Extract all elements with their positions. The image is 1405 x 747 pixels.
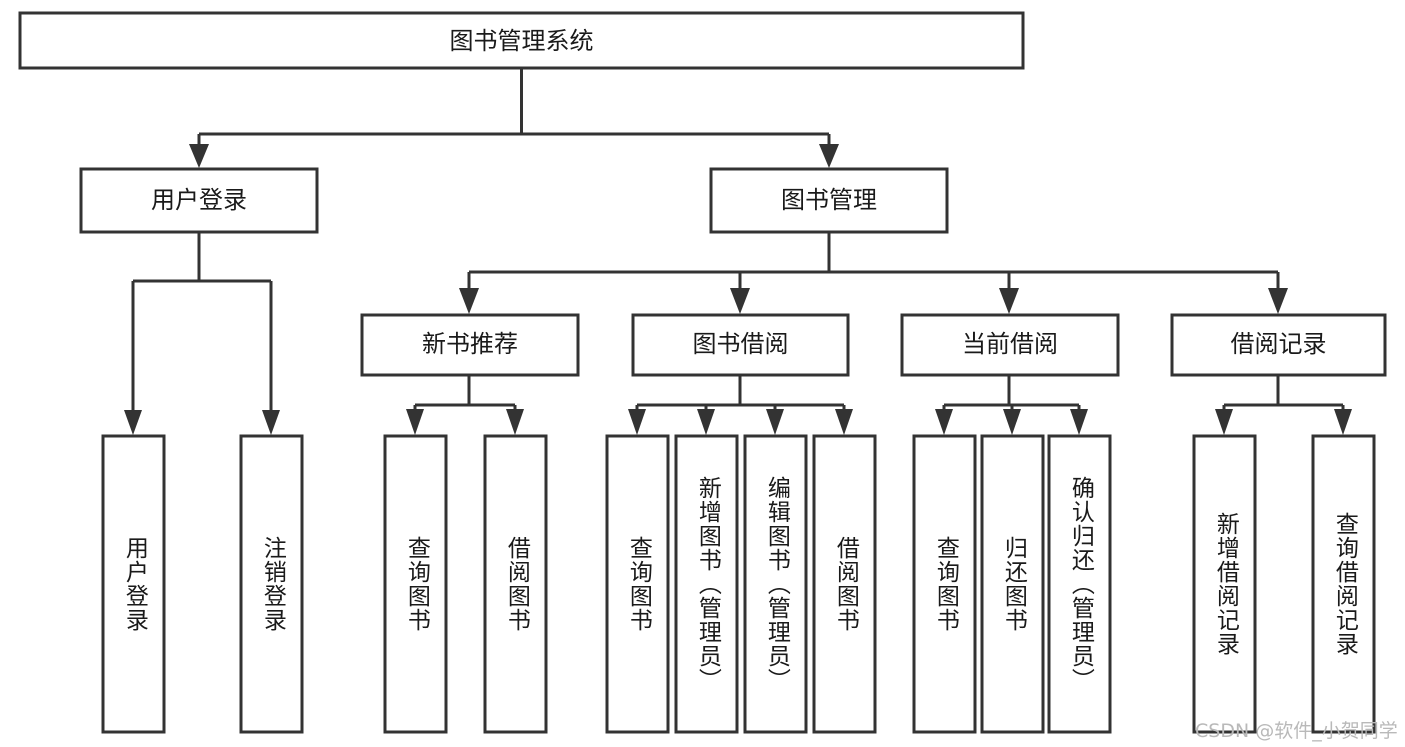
arrowhead-newbook (459, 288, 479, 314)
node-record[interactable]: 借阅记录 (1170, 313, 1387, 377)
arrowhead-record (1268, 288, 1288, 314)
node-leaf-5-box[interactable] (605, 434, 670, 734)
arrowhead-login (189, 144, 209, 168)
node-root-label: 图书管理系统 (450, 27, 594, 55)
node-leaf-6-box[interactable] (674, 434, 739, 734)
node-leaf-10-box[interactable] (980, 434, 1045, 734)
node-bookmgmt[interactable]: 图书管理 (709, 167, 949, 234)
node-leaf-1-box[interactable] (101, 434, 166, 734)
arrowhead-leaf-13 (1334, 409, 1352, 435)
node-bookmgmt-box[interactable] (709, 167, 949, 234)
node-current[interactable]: 当前借阅 (900, 313, 1120, 377)
leaf-boxes (101, 434, 1376, 734)
arrowhead-leaf-8 (835, 409, 853, 435)
node-borrow-box[interactable] (631, 313, 850, 377)
node-login[interactable]: 用户登录 (79, 167, 319, 234)
node-leaf-4-box[interactable] (483, 434, 548, 734)
arrowhead-leaf-11 (1070, 409, 1088, 435)
node-borrow[interactable]: 图书借阅 (631, 313, 850, 377)
connectors-bookmgmt-to-level3 (459, 232, 1288, 314)
connectors-borrow-to-leaves (628, 375, 853, 435)
node-leaf-13-box[interactable] (1311, 434, 1376, 734)
arrowhead-bookmgmt (819, 144, 839, 168)
arrowhead-current (999, 288, 1019, 314)
node-root-box[interactable] (18, 11, 1025, 70)
csdn-watermark: CSDN @软件_小贺同学 (1195, 720, 1398, 742)
arrowhead-leaf-4 (506, 409, 524, 435)
arrowhead-leaf-5 (628, 409, 646, 435)
node-leaf-3-box[interactable] (383, 434, 448, 734)
node-current-box[interactable] (900, 313, 1120, 377)
connectors-newbook-to-leaves (406, 375, 524, 435)
arrowhead-leaf-1 (124, 410, 142, 435)
arrowhead-leaf-10 (1003, 409, 1021, 435)
arrowhead-leaf-9 (935, 409, 953, 435)
node-record-box[interactable] (1170, 313, 1387, 377)
node-leaf-7-box[interactable] (743, 434, 808, 734)
node-leaf-2-box[interactable] (239, 434, 304, 734)
node-newbook-box[interactable] (360, 313, 580, 377)
node-bookmgmt-label: 图书管理 (781, 186, 877, 214)
node-login-box[interactable] (79, 167, 319, 234)
connectors-current-to-leaves (935, 375, 1088, 435)
node-record-label: 借阅记录 (1231, 330, 1327, 358)
connectors-level1-to-level2 (189, 68, 839, 168)
node-borrow-label: 图书借阅 (693, 330, 789, 358)
node-newbook[interactable]: 新书推荐 (360, 313, 580, 377)
arrowhead-borrow (730, 288, 750, 314)
node-root[interactable]: 图书管理系统 (18, 11, 1025, 70)
arrowhead-leaf-6 (697, 409, 715, 435)
arrowhead-leaf-2 (262, 410, 280, 435)
node-leaf-12-box[interactable] (1192, 434, 1257, 734)
node-leaf-9-box[interactable] (912, 434, 977, 734)
arrowhead-leaf-3 (406, 409, 424, 435)
connectors-record-to-leaves (1215, 375, 1352, 435)
arrowhead-leaf-12 (1215, 409, 1233, 435)
node-leaf-11-box[interactable] (1047, 434, 1112, 734)
connectors-login-to-leaves (124, 232, 280, 435)
node-current-label: 当前借阅 (962, 330, 1058, 358)
arrowhead-leaf-7 (766, 409, 784, 435)
node-newbook-label: 新书推荐 (422, 330, 518, 358)
node-leaf-8-box[interactable] (812, 434, 877, 734)
node-login-label: 用户登录 (151, 186, 247, 214)
